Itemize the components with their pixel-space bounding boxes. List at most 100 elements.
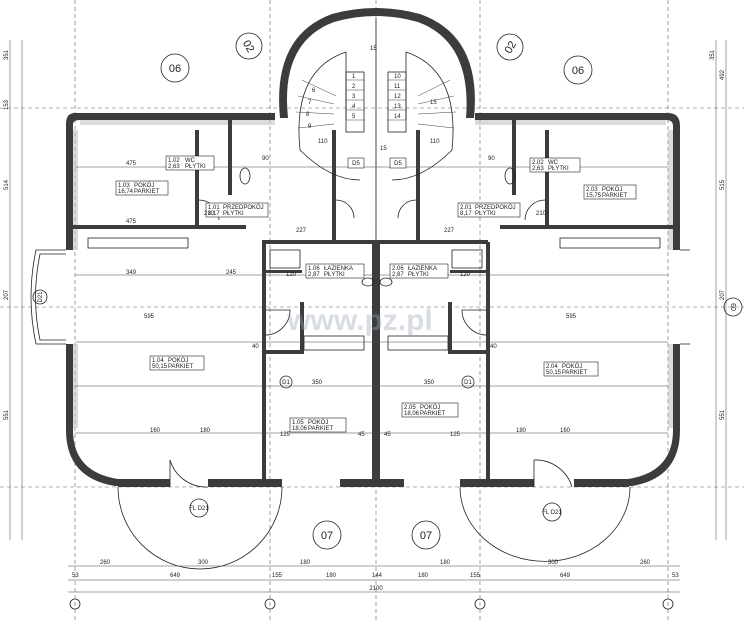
svg-text:18,06: 18,06 [292,426,308,432]
svg-text:180: 180 [300,560,311,566]
svg-text:50,15: 50,15 [546,370,562,376]
svg-text:6: 6 [312,88,316,94]
svg-text:2,63: 2,63 [168,164,180,170]
svg-text:300: 300 [198,560,209,566]
svg-text:1.01: 1.01 [208,205,220,211]
svg-text:2.01: 2.01 [460,205,472,211]
svg-text:227: 227 [444,228,455,234]
svg-text:1: 1 [352,74,356,80]
staircase [295,18,457,240]
svg-text:8: 8 [306,112,310,118]
svg-text:160: 160 [150,428,161,434]
room-label-pokoj-top-left: 1.03 POKÓJ 16,74 PARKIET [115,180,169,196]
room-label-pokoj-center-left: 1.05 POKÓJ 18,06 PARKIET [289,417,347,433]
svg-text:PRZEDPOKÓJ: PRZEDPOKÓJ [475,204,516,211]
svg-text:180: 180 [326,573,337,579]
svg-text:2100: 2100 [369,586,383,592]
svg-text:09: 09 [731,303,738,311]
svg-text:1.02: 1.02 [168,158,180,164]
svg-text:3: 3 [352,94,356,100]
svg-text:2,63: 2,63 [532,166,544,172]
svg-text:50,15: 50,15 [152,364,168,370]
svg-text:350: 350 [424,380,435,386]
svg-text:120: 120 [286,272,297,278]
svg-text:ŁAZIENKA: ŁAZIENKA [324,266,353,272]
door-tag-fl-left: FL D21 [189,498,209,518]
svg-text:160: 160 [560,428,571,434]
svg-text:2.04: 2.04 [546,364,558,370]
svg-text:4: 4 [352,104,356,110]
svg-text:06: 06 [169,63,181,75]
svg-text:PARKIET: PARKIET [602,193,628,199]
svg-text:53: 53 [72,573,79,579]
svg-text:514: 514 [4,179,10,190]
svg-text:155: 155 [470,573,481,579]
svg-text:WC: WC [548,160,559,166]
door-tag-d1-left: D1 [279,375,293,389]
svg-text:144: 144 [372,573,383,579]
svg-text:D5: D5 [394,161,402,167]
svg-text:D1: D1 [464,380,472,386]
svg-text:153: 153 [4,99,10,110]
svg-text:10: 10 [394,74,401,80]
svg-text:475: 475 [126,219,137,225]
svg-text:06: 06 [572,65,584,77]
svg-text:02: 02 [240,38,257,55]
svg-text:649: 649 [560,573,571,579]
svg-text:PARKIET: PARKIET [308,426,334,432]
svg-text:40: 40 [490,344,497,350]
svg-text:PARKIET: PARKIET [562,370,588,376]
svg-text:PŁYTKI: PŁYTKI [475,211,496,217]
svg-text:2,87: 2,87 [308,272,320,278]
svg-text:PŁYTKI: PŁYTKI [548,166,569,172]
svg-text:210: 210 [536,211,547,217]
svg-text:475: 475 [126,161,137,167]
svg-text:5: 5 [352,114,356,120]
room-label-hall-left: 1.01 PRZEDPOKÓJ 8,17 PŁYTKI [205,202,269,218]
svg-text:53: 53 [672,573,679,579]
door-tag-d5-right: D5 [389,157,407,169]
svg-text:POKÓJ: POKÓJ [562,363,582,370]
axis-bubble-top-right: 06 [563,55,593,85]
svg-text:11: 11 [394,84,401,90]
axis-bubble-top-left: 06 [160,53,190,83]
svg-text:595: 595 [144,314,155,320]
svg-text:110: 110 [430,139,440,145]
svg-text:13: 13 [394,104,401,110]
svg-text:180: 180 [418,573,429,579]
svg-text:300: 300 [548,560,559,566]
svg-text:207: 207 [720,289,726,300]
svg-text:551: 551 [4,409,10,420]
watermark: www.pz.pl [286,304,433,337]
svg-text:207: 207 [4,289,10,300]
door-tag-fl-right: FL D21 [542,502,562,522]
svg-text:90: 90 [262,156,269,162]
svg-text:8,17: 8,17 [208,211,220,217]
svg-text:7: 7 [308,100,312,106]
room-label-pokoj-main-left: 1.04 POKÓJ 50,15 PARKIET [149,355,205,371]
svg-text:07: 07 [420,530,432,542]
svg-text:227: 227 [296,228,307,234]
svg-text:FL D21: FL D21 [189,506,209,512]
svg-text:12: 12 [394,94,401,100]
svg-text:2.03: 2.03 [586,187,598,193]
stair-step-numbers: 1 2 3 4 5 6 7 8 9 10 11 12 13 14 15 [306,74,437,130]
room-label-wc-right: 2.02 WC 2,63 PŁYTKI [529,157,581,173]
room-label-wc-left: 1.02 WC 2,63 PŁYTKI [165,155,215,171]
svg-text:180: 180 [516,428,527,434]
door-tag-d5-left: D5 [347,157,365,169]
door-tag-side-left: D21 [32,289,48,305]
svg-text:PRZEDPOKÓJ: PRZEDPOKÓJ [223,204,264,211]
svg-text:18,06: 18,06 [404,411,420,417]
door-tags: D5 D5 D1 D1 FL D21 FL D21 D21 [32,157,562,522]
svg-text:D1: D1 [282,380,290,386]
svg-text:POKÓJ: POKÓJ [168,357,188,364]
svg-text:PŁYTKI: PŁYTKI [185,164,206,170]
svg-text:551: 551 [720,409,726,420]
room-labels: 1.02 WC 2,63 PŁYTKI 1.03 POKÓJ 16,74 PAR… [115,155,637,433]
right-bay [680,249,690,345]
axis-bubble-side-right: 09 [723,297,743,317]
svg-text:D21: D21 [38,291,44,303]
dimension-lines [9,40,727,593]
svg-text:2.05: 2.05 [404,405,416,411]
